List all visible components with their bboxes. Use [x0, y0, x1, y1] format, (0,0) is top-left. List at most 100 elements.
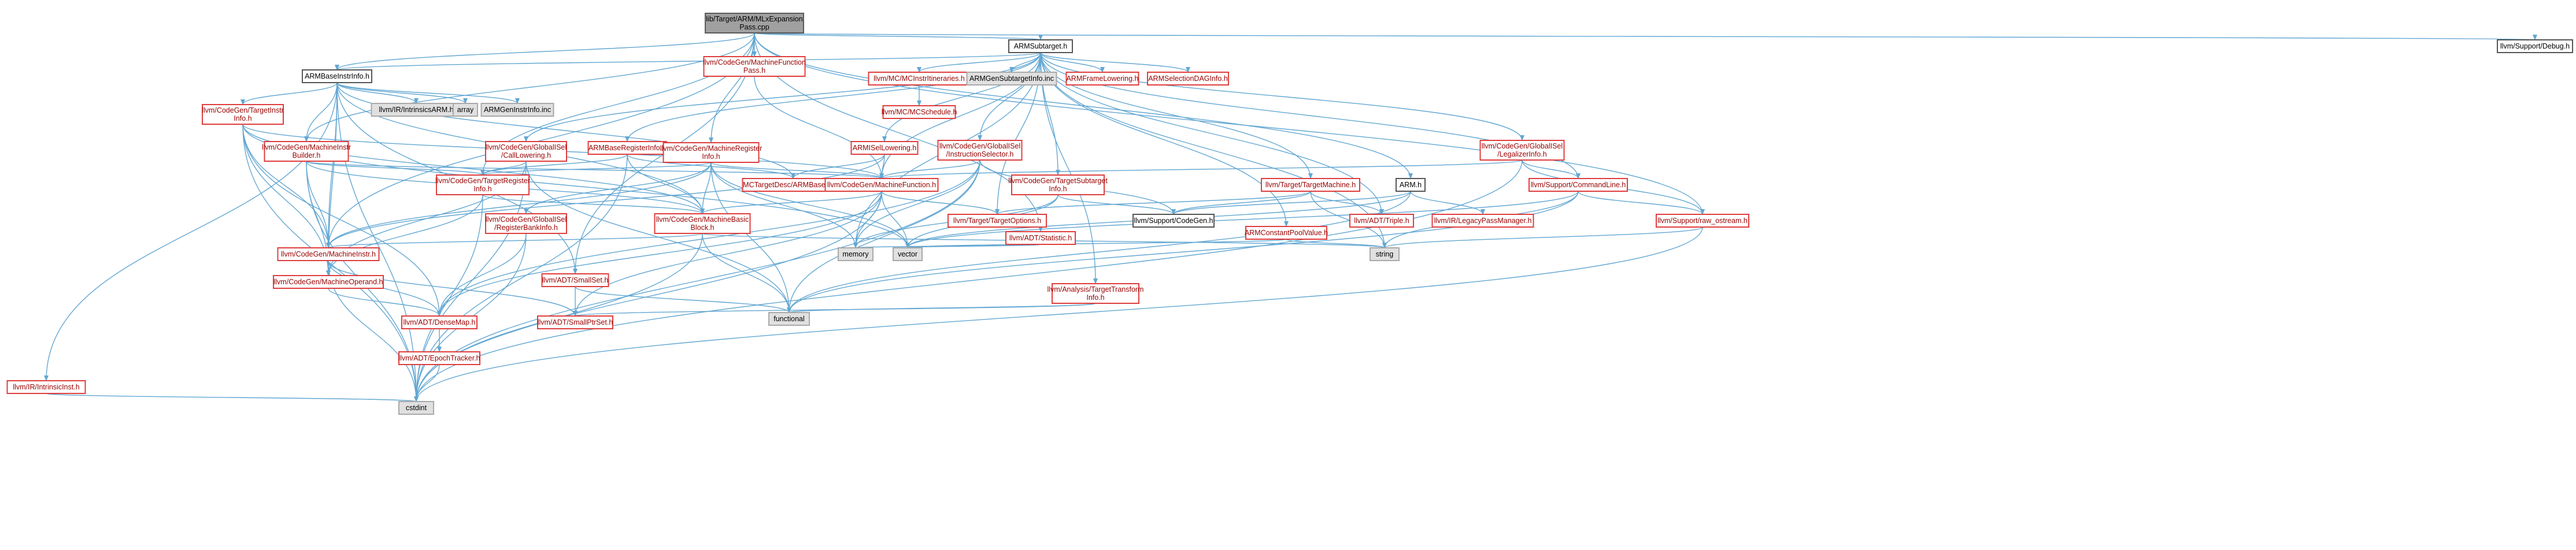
node-box [302, 69, 372, 83]
node-box [541, 273, 609, 287]
edge-raw_ostream-to-string [1382, 226, 1703, 248]
node-machineoperand[interactable]: llvm/CodeGen/MachineOperand.h [273, 275, 384, 289]
node-label: string [1376, 250, 1394, 258]
edge-globalisel_instsel-to-functional [787, 159, 980, 313]
node-machinefunction[interactable]: llvm/CodeGen/MachineFunction.h [824, 178, 939, 192]
edge-armbaseinstrinfo-to-array [336, 82, 468, 104]
node-mcinstritin[interactable]: llvm/MC/MCInstrItineraries.h [868, 72, 971, 86]
node-box [703, 56, 806, 77]
node-string: string [1370, 247, 1400, 261]
node-label: llvm/ADT/SmallPtrSet.h [538, 318, 613, 326]
node-box [1370, 247, 1400, 261]
node-globalisel_calllowering[interactable]: llvm/CodeGen/GlobalISel/CallLowering.h [485, 141, 567, 162]
edge-globalisel_instsel-to-machinefunction [879, 159, 980, 179]
node-label: Pass.cpp [739, 23, 769, 31]
node-label: functional [773, 315, 805, 323]
node-armconstantpool[interactable]: ARMConstantPoolValue.h [1245, 226, 1328, 240]
node-box [893, 247, 923, 261]
edge-armsubtarget-to-armbaseinstrinfo [335, 52, 1041, 70]
edge-machineinstr-to-smallptrset [328, 260, 578, 317]
node-statistic[interactable]: llvm/ADT/Statistic.h [1005, 231, 1076, 245]
node-targetoptions[interactable]: llvm/Target/TargetOptions.h [948, 214, 1047, 228]
node-box [485, 141, 567, 162]
node-epochtracker[interactable]: llvm/ADT/EpochTracker.h [398, 351, 480, 365]
node-armisellowering[interactable]: ARMISelLowering.h [850, 141, 919, 155]
node-box [1065, 72, 1139, 86]
edge-mri-to-targetregisterinfo [480, 162, 712, 176]
node-label: llvm/IR/IntrinsicInst.h [13, 383, 79, 391]
node-densemap[interactable]: llvm/ADT/DenseMap.h [401, 315, 478, 329]
edge-machinefunction-to-smallptrset [573, 191, 882, 317]
node-box [2497, 39, 2573, 53]
node-cstdint: cstdint [398, 401, 434, 415]
edge-armisellowering-to-machineinstr [326, 154, 885, 248]
node-label: llvm/Support/raw_ostream.h [1657, 217, 1748, 225]
edge-machinefunction-to-densemap [437, 191, 882, 317]
node-smallptrset[interactable]: llvm/ADT/SmallPtrSet.h [537, 315, 613, 329]
edge-globalisel_instsel-to-memory [853, 159, 980, 248]
node-label: vector [898, 250, 917, 258]
edge-armbaseregisterinfo-to-machinebasicblock [627, 154, 705, 214]
node-armbaseregisterinfo[interactable]: ARMBaseRegisterInfo.h [587, 141, 667, 155]
node-box [948, 214, 1047, 228]
edge-mri-to-machinebasicblock [700, 162, 712, 214]
edge-targetmachine-to-triple [1310, 191, 1384, 215]
node-globalisel_legalizer[interactable]: llvm/CodeGen/GlobalISel/LegalizerInfo.h [1479, 140, 1565, 161]
node-armframelowering[interactable]: ARMFrameLowering.h [1065, 72, 1139, 86]
node-arm: ARM.h [1396, 178, 1426, 192]
node-smallset[interactable]: llvm/ADT/SmallSet.h [541, 273, 609, 287]
edge-mri-to-functional [710, 162, 791, 313]
node-label: llvm/ADT/DenseMap.h [403, 318, 475, 326]
node-commandline[interactable]: llvm/Support/CommandLine.h [1528, 178, 1628, 192]
node-box [1261, 178, 1360, 192]
node-label: memory [842, 250, 869, 258]
node-intrinsicinst[interactable]: llvm/IR/IntrinsicInst.h [6, 380, 86, 394]
node-legacypassmanager[interactable]: llvm/IR/LegacyPassManager.h [1431, 214, 1534, 228]
node-globalisel_registerbank[interactable]: llvm/CodeGen/GlobalISel/RegisterBankInfo… [485, 213, 567, 234]
node-box [1011, 174, 1105, 195]
node-label: llvm/CodeGen/TargetRegister [435, 177, 530, 185]
node-mctargetdesc[interactable]: MCTargetDesc/ARMBaseInfo.h [742, 178, 845, 192]
node-mcschedule[interactable]: llvm/MC/MCSchedule.h [882, 105, 957, 119]
node-box [485, 213, 567, 234]
edge-targettransforminfo-to-smallptrset [573, 303, 1096, 317]
edge-machinebasicblock-to-functional [702, 233, 791, 313]
edge-armbaseinstrinfo-to-armgeninstrinfo [336, 82, 520, 104]
node-label: llvm/Analysis/TargetTransform [1048, 285, 1144, 293]
node-machineinstr[interactable]: llvm/CodeGen/MachineInstr.h [277, 247, 380, 261]
node-targetmachine[interactable]: llvm/Target/TargetMachine.h [1261, 178, 1360, 192]
edge-armisellowering-to-mctargetdesc [791, 154, 885, 179]
node-label: llvm/Target/TargetMachine.h [1265, 181, 1356, 189]
node-triple[interactable]: llvm/ADT/Triple.h [1349, 214, 1414, 228]
edge-targetmachine-to-string [1310, 191, 1387, 248]
node-box [480, 103, 554, 117]
edge-armsubtarget-to-armbaseregisterinfo [625, 52, 1041, 142]
node-label: Info.h [1049, 185, 1067, 193]
node-vector: vector [893, 247, 923, 261]
edge-armbaseinstrinfo-to-intrinsicinst [44, 82, 338, 381]
node-box [1656, 214, 1749, 228]
node-box [824, 178, 939, 192]
node-armgeninstrinfo: ARMGenInstrInfo.inc [480, 103, 554, 117]
edge-arm-to-supportcodegen [1171, 191, 1411, 215]
edge-targetregisterinfo-to-machineoperand [326, 194, 483, 276]
node-armseldag[interactable]: ARMSelectionDAGInfo.h [1147, 72, 1229, 86]
node-raw_ostream[interactable]: llvm/Support/raw_ostream.h [1656, 214, 1749, 228]
node-box [277, 247, 380, 261]
node-box [1052, 283, 1139, 304]
node-label: lib/Target/ARM/MLxExpansion [706, 15, 802, 23]
node-box [6, 380, 86, 394]
edge-targetmachine-to-supportcodegen [1171, 191, 1311, 215]
node-box [273, 275, 384, 289]
node-globalisel_instsel[interactable]: llvm/CodeGen/GlobalISel/InstructionSelec… [937, 140, 1023, 161]
node-label: /InstructionSelector.h [946, 150, 1014, 158]
node-armsubtarget: ARMSubtarget.h [1008, 39, 1073, 53]
